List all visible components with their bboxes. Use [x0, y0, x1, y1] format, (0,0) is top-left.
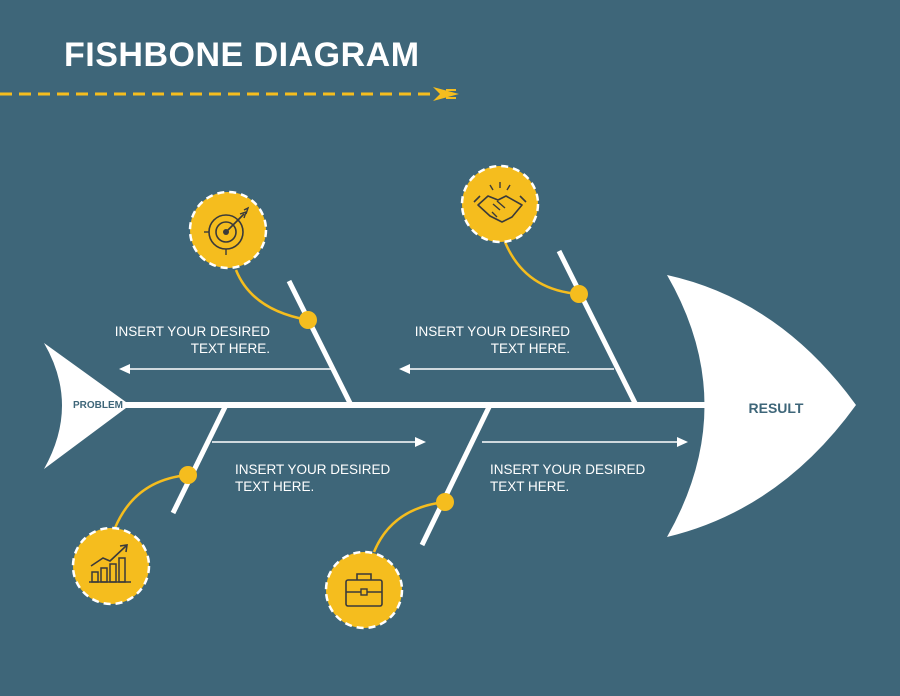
target-icon	[188, 190, 268, 270]
bone-upper-2	[556, 249, 639, 407]
connector-cause-4	[372, 493, 454, 553]
arrow-cause-1	[119, 364, 332, 374]
connector-cause-1	[234, 269, 317, 329]
cause-text-2: INSERT YOUR DESIRED TEXT HERE.	[414, 324, 570, 356]
problem-label: PROBLEM	[73, 400, 123, 411]
connector-cause-2	[503, 241, 588, 303]
arrow-cause-2	[399, 364, 614, 374]
bone-upper-1	[286, 279, 354, 407]
connector-cause-3	[113, 466, 197, 529]
arrow-cause-3	[212, 437, 426, 447]
fish-tail	[44, 343, 130, 469]
handshake-icon	[460, 164, 540, 244]
briefcase-icon	[324, 550, 404, 630]
arrow-cause-4	[482, 437, 688, 447]
bar-chart-icon	[71, 526, 151, 606]
page-title: FISHBONE DIAGRAM	[64, 36, 420, 74]
bone-lower-1	[170, 403, 229, 515]
cause-text-4: INSERT YOUR DESIRED TEXT HERE.	[490, 462, 646, 494]
cause-text-3: INSERT YOUR DESIRED TEXT HERE.	[235, 462, 391, 494]
result-label: RESULT	[748, 400, 804, 416]
title-dashed-arrow	[0, 87, 459, 101]
bone-lower-2	[419, 403, 493, 547]
cause-text-1: INSERT YOUR DESIRED TEXT HERE.	[114, 324, 270, 356]
fish-head	[667, 275, 856, 537]
